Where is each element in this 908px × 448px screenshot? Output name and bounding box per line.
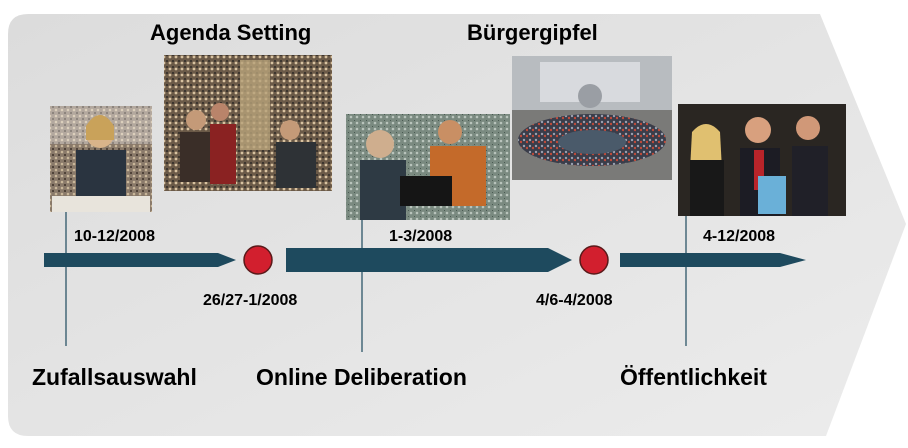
arrow-segment-2 (286, 248, 572, 272)
stage-online-deliberation: Online Deliberation (256, 364, 467, 390)
date-selection: 10-12/2008 (74, 228, 155, 245)
milestone-summit (579, 245, 609, 275)
stage-zufallsauswahl: Zufallsauswahl (32, 364, 197, 390)
date-summit: 4/6-4/2008 (536, 292, 613, 309)
title-buergergipfel: Bürgergipfel (467, 20, 598, 45)
stage-oeffentlichkeit: Öffentlichkeit (620, 364, 767, 390)
date-online: 1-3/2008 (389, 228, 453, 245)
arrow-segment-3 (620, 253, 806, 267)
date-public: 4-12/2008 (703, 228, 776, 245)
date-agenda: 26/27-1/2008 (203, 292, 298, 309)
milestone-agenda (243, 245, 273, 275)
photo-agenda (164, 55, 332, 191)
photo-online (346, 114, 510, 220)
title-agenda-setting: Agenda Setting (150, 20, 312, 45)
photo-selection (50, 106, 152, 212)
arrow-segment-1 (44, 253, 236, 267)
photo-summit (512, 56, 672, 180)
photo-public (678, 104, 846, 216)
